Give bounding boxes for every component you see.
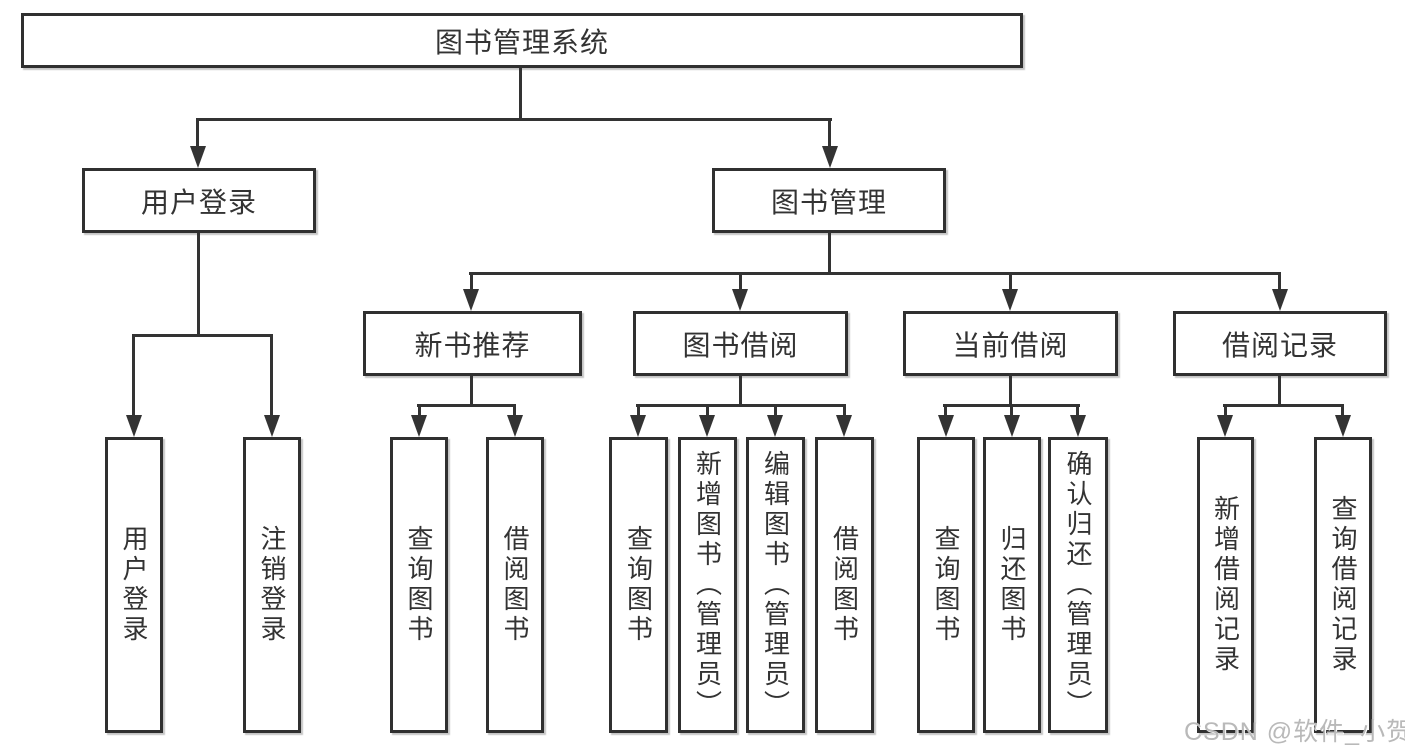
node-borrow-records: 借阅记录	[1173, 311, 1387, 376]
arrowhead-to-borrow-records	[1272, 289, 1288, 311]
node-new-book-recommend: 新书推荐	[363, 311, 582, 376]
connector-userlogin-stem	[196, 120, 199, 148]
connector-currentborrow-down	[1009, 376, 1012, 407]
leaf-current-return-label: 归还图书	[997, 525, 1027, 645]
arrowhead-to-cb-query	[938, 415, 954, 437]
node-user-login: 用户登录	[82, 168, 316, 233]
connector-currentborrow-horizontal	[943, 404, 1080, 407]
connector-cb-return-stem	[1010, 406, 1013, 417]
node-current-borrow-label: 当前借阅	[952, 329, 1069, 361]
leaf-logout: 注销登录	[243, 437, 301, 733]
connector-br-add-stem	[1224, 406, 1227, 417]
connector-level1-horizontal	[196, 118, 832, 121]
connector-cb-query-stem	[944, 406, 947, 417]
csdn-watermark: CSDN @软件_小贺同学	[1184, 718, 1405, 746]
arrowhead-to-leaf-logout	[264, 415, 280, 437]
connector-cb-confirm-stem	[1076, 406, 1079, 417]
connector-borrowrecords-stem	[1278, 274, 1281, 290]
node-root-system-label: 图书管理系统	[434, 26, 609, 58]
arrowhead-to-br-query	[1335, 415, 1351, 437]
connector-br-query-stem	[1341, 406, 1344, 417]
node-book-borrow: 图书借阅	[633, 311, 848, 376]
leaf-records-add-label: 新增借阅记录	[1210, 495, 1241, 675]
leaf-current-query: 查询图书	[917, 437, 975, 733]
leaf-bookborrow-borrow: 借阅图书	[815, 437, 874, 733]
arrowhead-to-book-management	[822, 146, 838, 168]
leaf-bookborrow-edit: 编辑图书（管理员）	[746, 437, 805, 733]
leaf-bookborrow-borrow-label: 借阅图书	[829, 525, 860, 645]
arrowhead-to-bb-add	[699, 415, 715, 437]
arrowhead-to-leaf-user-login	[126, 415, 142, 437]
leaf-bookborrow-edit-label: 编辑图书（管理员）	[760, 450, 791, 720]
connector-userlogin-horizontal	[132, 334, 273, 337]
node-user-login-label: 用户登录	[140, 186, 257, 218]
node-new-book-recommend-label: 新书推荐	[414, 329, 531, 361]
connector-newbook-down	[470, 376, 473, 407]
connector-currentborrow-stem	[1009, 274, 1012, 290]
connector-userlogin-down	[197, 233, 200, 336]
leaf-user-login: 用户登录	[105, 437, 163, 733]
connector-level3-horizontal	[469, 272, 1281, 275]
leaf-logout-label: 注销登录	[257, 525, 287, 645]
arrowhead-to-bb-edit	[767, 415, 783, 437]
connector-bookborrow-horizontal	[636, 404, 846, 407]
leaf-records-query: 查询借阅记录	[1314, 437, 1372, 733]
node-borrow-records-label: 借阅记录	[1221, 329, 1338, 361]
arrowhead-to-bb-borrow	[836, 415, 852, 437]
connector-newbook-horizontal	[417, 404, 516, 407]
leaf-records-add: 新增借阅记录	[1197, 437, 1254, 733]
connector-borrowrecords-down	[1278, 376, 1281, 407]
connector-bookborrow-stem	[739, 274, 742, 290]
leaf-bookborrow-query-label: 查询图书	[623, 525, 654, 645]
node-current-borrow: 当前借阅	[903, 311, 1118, 376]
leaf-newbook-borrow: 借阅图书	[486, 437, 544, 733]
connector-bb-borrow-stem	[843, 406, 846, 417]
connector-nb-query-stem	[418, 406, 421, 417]
connector-bb-query-stem	[637, 406, 640, 417]
leaf-records-query-label: 查询借阅记录	[1328, 495, 1358, 675]
leaf-user-login-label: 用户登录	[119, 525, 149, 645]
arrowhead-to-user-login	[190, 146, 206, 168]
arrowhead-to-br-add	[1217, 415, 1233, 437]
connector-bb-add-stem	[706, 406, 709, 417]
arrowhead-to-nb-borrow	[507, 415, 523, 437]
leaf-current-return: 归还图书	[983, 437, 1041, 733]
node-book-management: 图书管理	[712, 168, 946, 233]
leaf-current-confirm: 确认归还（管理员）	[1048, 437, 1108, 733]
node-book-borrow-label: 图书借阅	[682, 329, 799, 361]
connector-bookmgmt-stem	[828, 120, 831, 148]
connector-newbook-stem	[470, 274, 473, 290]
leaf-bookborrow-add-label: 新增图书（管理员）	[692, 450, 723, 720]
arrowhead-to-new-book-recommend	[463, 289, 479, 311]
arrowhead-to-nb-query	[411, 415, 427, 437]
connector-leaf-logout-stem	[270, 336, 273, 416]
arrowhead-to-bb-query	[630, 415, 646, 437]
leaf-current-confirm-label: 确认归还（管理员）	[1063, 450, 1093, 720]
arrowhead-to-book-borrow	[732, 289, 748, 311]
leaf-current-query-label: 查询图书	[931, 525, 961, 645]
leaf-newbook-borrow-label: 借阅图书	[500, 525, 530, 645]
connector-nb-borrow-stem	[513, 406, 516, 417]
leaf-bookborrow-query: 查询图书	[609, 437, 668, 733]
arrowhead-to-current-borrow	[1002, 289, 1018, 311]
leaf-bookborrow-add: 新增图书（管理员）	[678, 437, 737, 733]
node-book-management-label: 图书管理	[770, 186, 887, 218]
arrowhead-to-cb-confirm	[1070, 415, 1086, 437]
leaf-newbook-query-label: 查询图书	[404, 525, 434, 645]
connector-leaf-userlogin-stem	[132, 336, 135, 416]
leaf-newbook-query: 查询图书	[390, 437, 448, 733]
arrowhead-to-cb-return	[1004, 415, 1020, 437]
connector-bookborrow-down	[739, 376, 742, 407]
connector-bookmgmt-down	[828, 232, 831, 274]
node-root-system: 图书管理系统	[21, 13, 1023, 68]
connector-borrowrecords-horizontal	[1223, 404, 1344, 407]
connector-bb-edit-stem	[774, 406, 777, 417]
connector-root-stub	[519, 68, 522, 120]
